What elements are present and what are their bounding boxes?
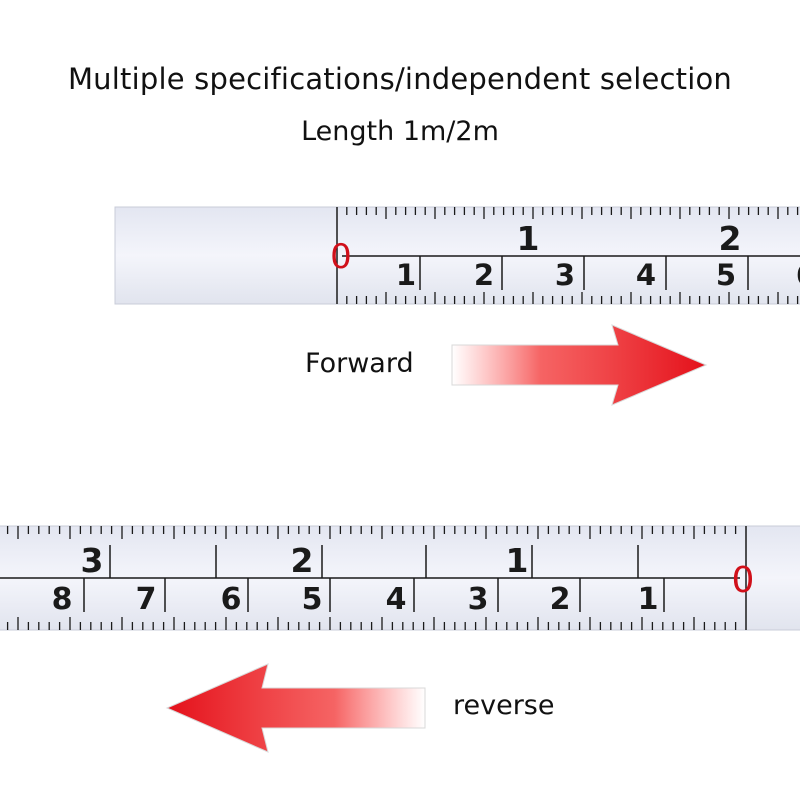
top-number: 1 (517, 219, 540, 258)
bottom-number: 4 (636, 258, 656, 292)
reverse-bottom-numbers: 8 7 6 5 4 3 2 1 (52, 582, 659, 617)
bottom-number: 3 (468, 582, 489, 617)
forward-tape: 0 12 123456 (114, 206, 800, 305)
reverse-top-numbers: 3 2 1 (81, 541, 529, 580)
bottom-number: 7 (136, 582, 157, 617)
bottom-number: 2 (474, 258, 494, 292)
bottom-number: 8 (52, 582, 73, 617)
reverse-dividers (83, 545, 665, 612)
forward-arrow (451, 324, 708, 406)
top-number: 2 (291, 541, 314, 580)
forward-label: Forward (305, 348, 414, 379)
top-number: 2 (719, 219, 742, 258)
forward-tick-marks (346, 207, 799, 304)
forward-zero-mark: 0 (330, 237, 352, 277)
reverse-tick-marks (6, 526, 737, 630)
bottom-number: 6 (796, 258, 800, 292)
top-number: 1 (506, 541, 529, 580)
reverse-arrow (165, 663, 426, 753)
top-number: 3 (81, 541, 104, 580)
headline-subtitle: Length 1m/2m (301, 116, 499, 147)
reverse-zero-mark: 0 (732, 560, 755, 601)
bottom-number: 5 (716, 258, 736, 292)
headline-title: Multiple specifications/independent sele… (67, 62, 733, 96)
reverse-label: reverse (453, 690, 555, 721)
bottom-number: 6 (221, 582, 242, 617)
bottom-number: 5 (302, 582, 323, 617)
forward-bottom-numbers: 1 2 3 4 5 6 (396, 258, 800, 292)
bottom-number: 1 (638, 582, 659, 617)
bottom-number: 1 (396, 258, 416, 292)
forward-dividers (419, 256, 749, 290)
bottom-number: 2 (550, 582, 571, 617)
bottom-number: 4 (386, 582, 407, 617)
bottom-number: 3 (555, 258, 575, 292)
